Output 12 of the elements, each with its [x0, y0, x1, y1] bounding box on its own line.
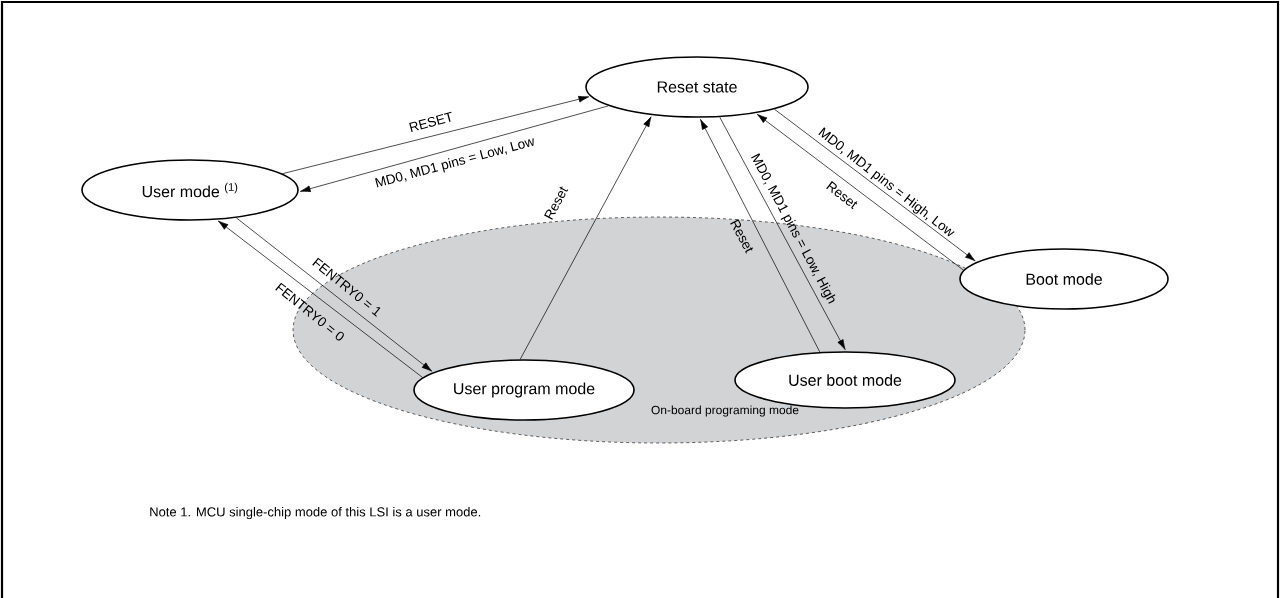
arrow	[756, 113, 964, 271]
edge-label: RESET	[409, 111, 452, 133]
arrow	[519, 116, 652, 360]
arrow	[282, 95, 590, 175]
note-text: Note 1. MCU single-chip mode of this LSI is a user mode.	[150, 506, 481, 520]
arrow	[236, 217, 433, 372]
arrow	[300, 105, 609, 192]
arrow	[719, 116, 846, 350]
arrow	[774, 108, 976, 262]
arrow	[218, 220, 423, 378]
arrow	[700, 119, 821, 353]
edge-label: MD0, MD1 pins = Low, Low	[375, 138, 534, 188]
